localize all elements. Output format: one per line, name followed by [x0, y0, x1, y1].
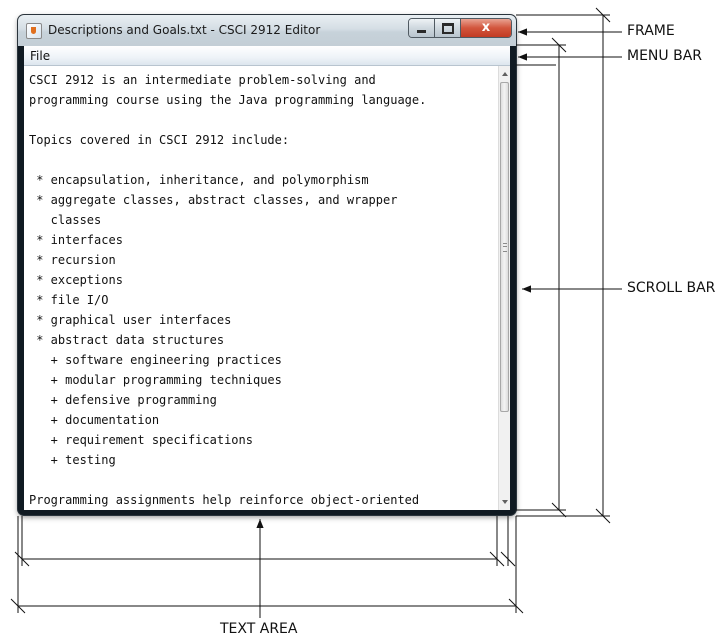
- title-bar[interactable]: Descriptions and Goals.txt - CSCI 2912 E…: [18, 15, 516, 46]
- callout-scroll-bar: SCROLL BAR: [627, 280, 716, 296]
- text-line: * exceptions: [29, 273, 123, 287]
- text-area-content[interactable]: CSCI 2912 is an intermediate problem-sol…: [29, 70, 497, 510]
- scroll-thumb[interactable]: [500, 82, 509, 412]
- arrow-down-icon: [501, 500, 508, 504]
- maximize-button[interactable]: [435, 19, 461, 37]
- text-line: * interfaces: [29, 233, 123, 247]
- text-line: * file I/O: [29, 293, 109, 307]
- java-app-icon: [26, 23, 42, 39]
- text-line: * graphical user interfaces: [29, 313, 232, 327]
- text-line: programming course using the Java progra…: [29, 93, 427, 107]
- minimize-icon: [417, 29, 426, 33]
- grip-icon: [503, 243, 507, 252]
- text-line: * aggregate classes, abstract classes, a…: [29, 193, 398, 207]
- text-line: + requirement specifications: [29, 433, 253, 447]
- text-line: CSCI 2912 is an intermediate problem-sol…: [29, 73, 376, 87]
- callout-menu-bar: MENU BAR: [627, 48, 703, 64]
- text-line: + defensive programming: [29, 393, 217, 407]
- arrow-up-icon: [501, 72, 508, 76]
- text-line: classes: [29, 213, 102, 227]
- text-line: + testing: [29, 453, 116, 467]
- text-line: Programming assignments help reinforce o…: [29, 493, 420, 507]
- scroll-up-button[interactable]: [499, 68, 510, 80]
- scroll-down-button[interactable]: [499, 496, 510, 508]
- minimize-button[interactable]: [409, 19, 435, 37]
- text-line: * recursion: [29, 253, 116, 267]
- window-controls: x: [408, 18, 512, 38]
- menu-item-file[interactable]: File: [30, 49, 51, 63]
- text-line: + software engineering practices: [29, 353, 282, 367]
- callout-frame: FRAME: [627, 23, 675, 39]
- text-line: * abstract data structures: [29, 333, 225, 347]
- text-line: + modular programming techniques: [29, 373, 282, 387]
- close-icon: x: [481, 20, 491, 35]
- text-line: Topics covered in CSCI 2912 include:: [29, 133, 290, 147]
- editor-frame: Descriptions and Goals.txt - CSCI 2912 E…: [18, 15, 516, 515]
- window-title: Descriptions and Goals.txt - CSCI 2912 E…: [48, 23, 321, 37]
- menu-bar: File: [24, 46, 510, 66]
- text-area[interactable]: CSCI 2912 is an intermediate problem-sol…: [24, 66, 510, 510]
- callout-text-area: TEXT AREA: [220, 621, 298, 637]
- vertical-scroll-bar[interactable]: [498, 66, 510, 510]
- text-line: * encapsulation, inheritance, and polymo…: [29, 173, 369, 187]
- close-button[interactable]: x: [461, 19, 511, 37]
- maximize-icon: [441, 22, 454, 34]
- text-line: + documentation: [29, 413, 160, 427]
